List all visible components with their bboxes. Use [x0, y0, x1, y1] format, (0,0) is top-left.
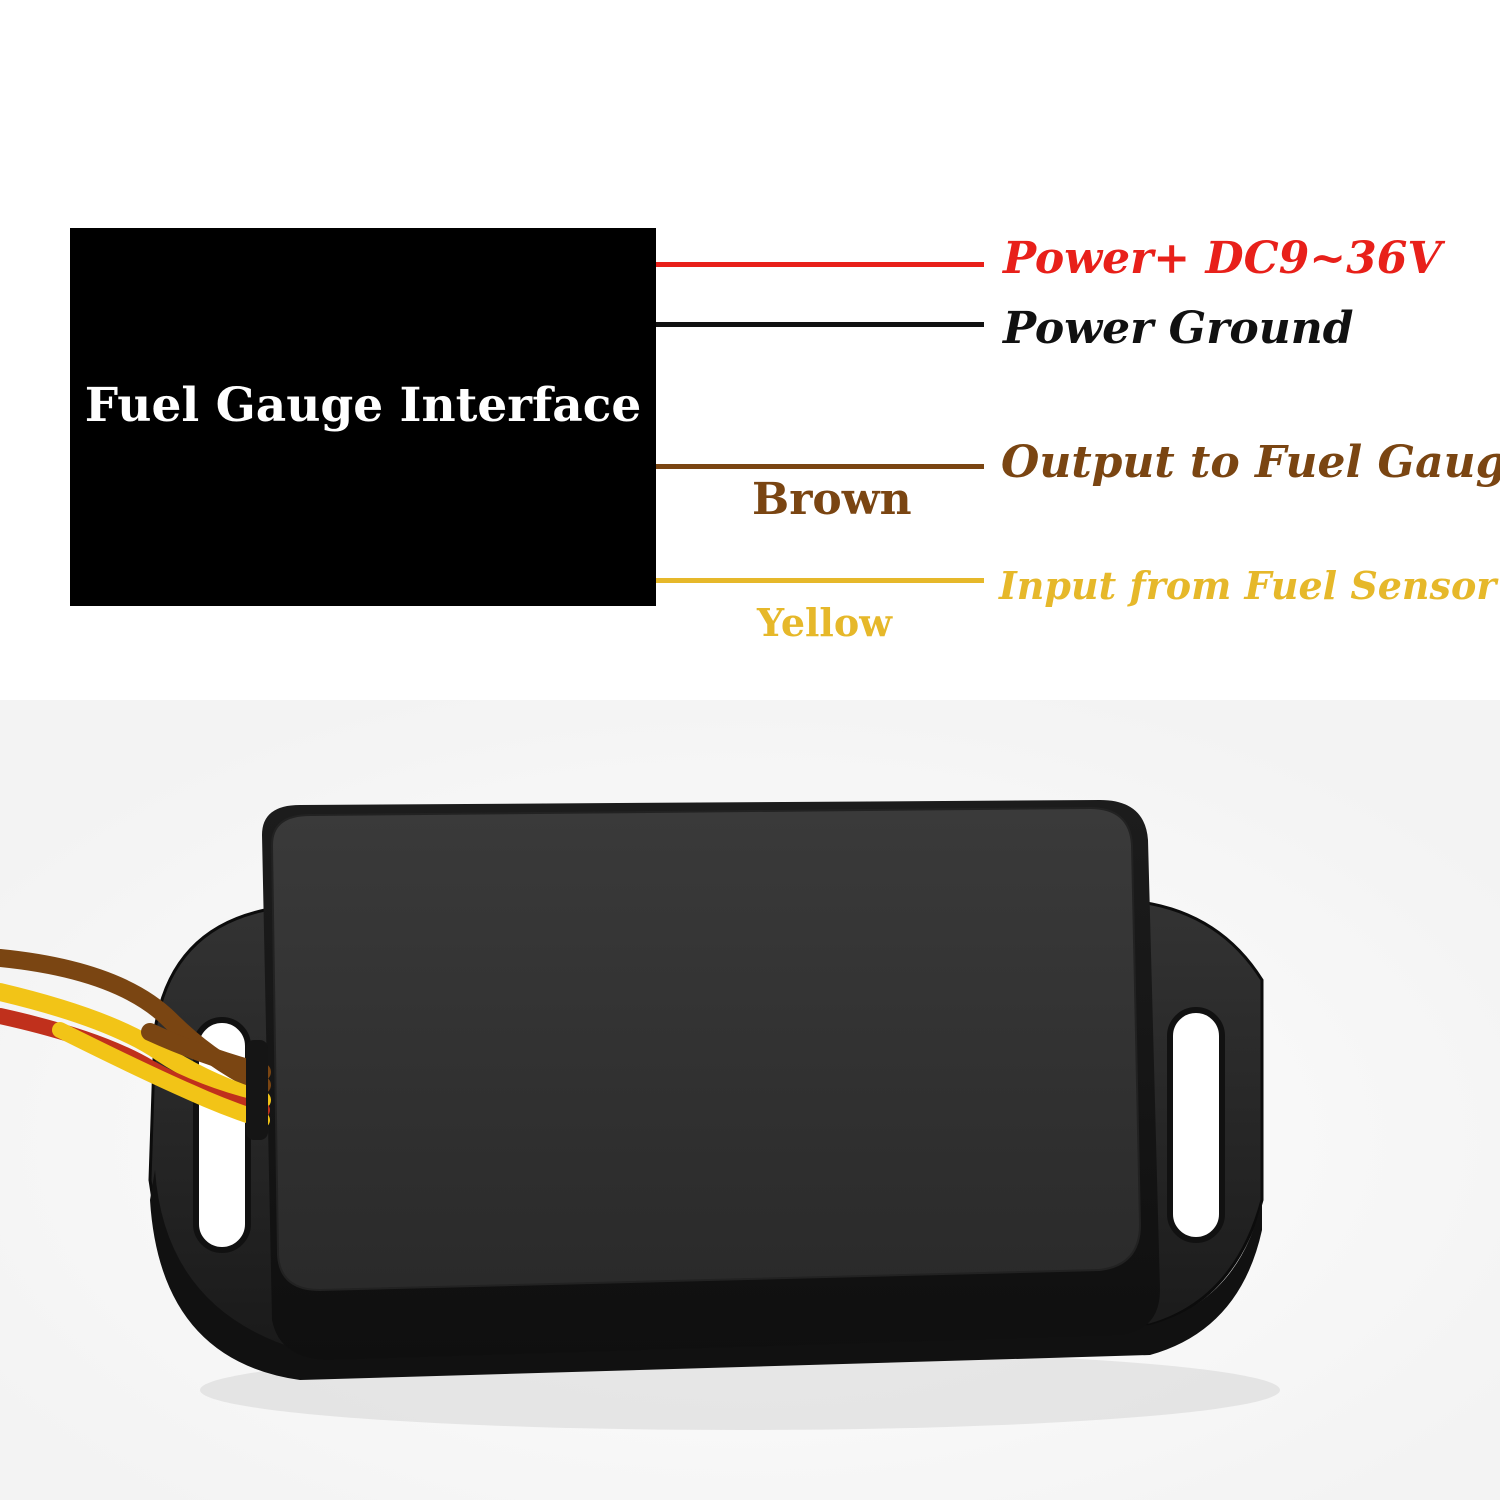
power-ground-label: Power Ground — [1003, 303, 1354, 354]
power-ground-wire — [656, 322, 984, 327]
power-positive-label: Power+ DC9~36V — [1003, 233, 1442, 284]
wiring-diagram: Fuel Gauge Interface Power+ DC9~36V Powe… — [0, 0, 1500, 700]
output-label: Output to Fuel Gauge — [1001, 437, 1500, 488]
input-wire — [656, 578, 984, 583]
input-wire-color-name: Yellow — [757, 600, 892, 645]
input-label: Input from Fuel Sensor — [999, 563, 1497, 608]
module-title: Fuel Gauge Interface — [84, 378, 642, 433]
mounting-slot-right-icon — [1167, 1007, 1225, 1243]
housing-lid — [270, 806, 1142, 1292]
module-box: Fuel Gauge Interface — [70, 228, 656, 606]
output-wire-color-name: Brown — [752, 474, 912, 525]
output-wire — [656, 464, 984, 469]
wire-bundle-icon — [0, 949, 271, 1128]
power-positive-wire — [656, 262, 984, 267]
product-photo — [0, 700, 1500, 1500]
